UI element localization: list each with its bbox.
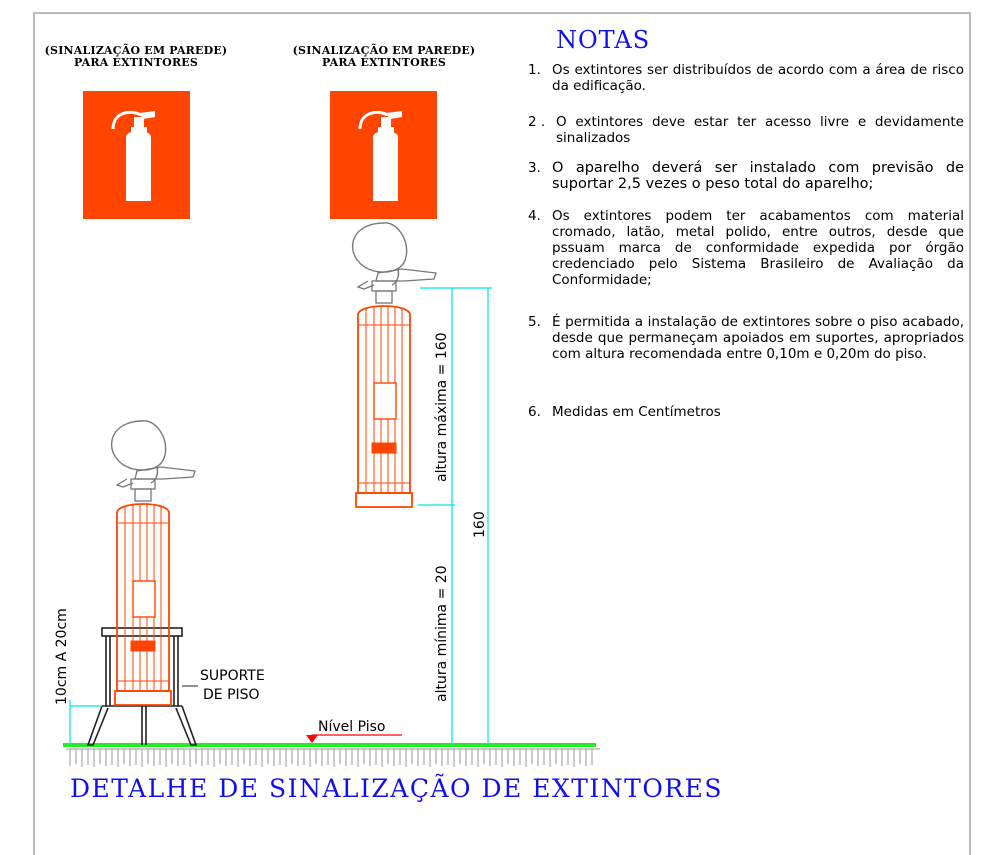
note-item-6: 6. Medidas em Centímetros: [528, 404, 964, 420]
sign-caption-line2: PARA EXTINTORES: [73, 56, 199, 69]
note-item-2: 2 . O extintores deve estar ter acesso l…: [528, 114, 964, 146]
note-text: O aparelho deverá ser instalado com prev…: [552, 160, 964, 192]
floor-level-marker-icon: [306, 734, 402, 743]
note-text: O extintores deve estar ter acesso livre…: [556, 114, 964, 146]
note-number: 4.: [528, 208, 541, 224]
note-text: É permitida a instalação de extintores s…: [552, 314, 964, 362]
note-item-4: 4. Os extintores podem ter acabamentos c…: [528, 208, 964, 288]
note-item-1: 1. Os extintores ser distribuídos de aco…: [528, 62, 964, 94]
height-dimensions: [418, 287, 492, 745]
sign-caption-line1: (SINALIZAÇÃO EM PAREDE): [44, 44, 228, 57]
note-text: Medidas em Centímetros: [552, 404, 721, 420]
detail-title: DETALHE DE SINALIZAÇÃO DE EXTINTORES: [70, 774, 724, 803]
note-number: 3.: [528, 160, 541, 176]
floor-hatch: [66, 748, 600, 767]
note-number: 6.: [528, 404, 541, 420]
fire-extinguisher-sign-icon: [330, 91, 437, 219]
sign-caption-line1: (SINALIZAÇÃO EM PAREDE): [292, 44, 476, 57]
sign-caption-line2: PARA EXTINTORES: [321, 56, 447, 69]
floor-stand: [86, 627, 198, 746]
fire-extinguisher-on-wall: [351, 221, 437, 508]
note-number: 1.: [528, 62, 541, 78]
note-text: Os extintores ser distribuídos de acordo…: [552, 62, 964, 94]
total-dimension-label: 160: [472, 511, 488, 538]
support-label-line1: SUPORTE: [200, 668, 265, 684]
note-text: Os extintores podem ter acabamentos com …: [552, 208, 964, 288]
sign-caption-right: (SINALIZAÇÃO EM PAREDE) PARA EXTINTORES: [264, 45, 504, 69]
note-item-5: 5. É permitida a instalação de extintore…: [528, 314, 964, 362]
notes-title: NOTAS: [556, 26, 651, 54]
note-number: 5.: [528, 314, 541, 330]
max-height-label: altura máxima = 160: [434, 332, 450, 482]
sheet-border: [33, 12, 971, 855]
support-height-dimension: [69, 700, 102, 745]
sign-caption-left: (SINALIZAÇÃO EM PAREDE) PARA EXTINTORES: [16, 45, 256, 69]
support-height-label: 10cm A 20cm: [54, 608, 70, 705]
fire-extinguisher-sign-icon: [83, 91, 190, 219]
note-number: 2 .: [528, 114, 546, 130]
note-item-3: 3. O aparelho deverá ser instalado com p…: [528, 160, 964, 192]
floor-level-label: Nível Piso: [318, 719, 385, 735]
min-height-label: altura mínima = 20: [434, 565, 450, 702]
support-label-line2: DE PISO: [203, 687, 260, 703]
fire-extinguisher-on-stand: [110, 419, 196, 706]
